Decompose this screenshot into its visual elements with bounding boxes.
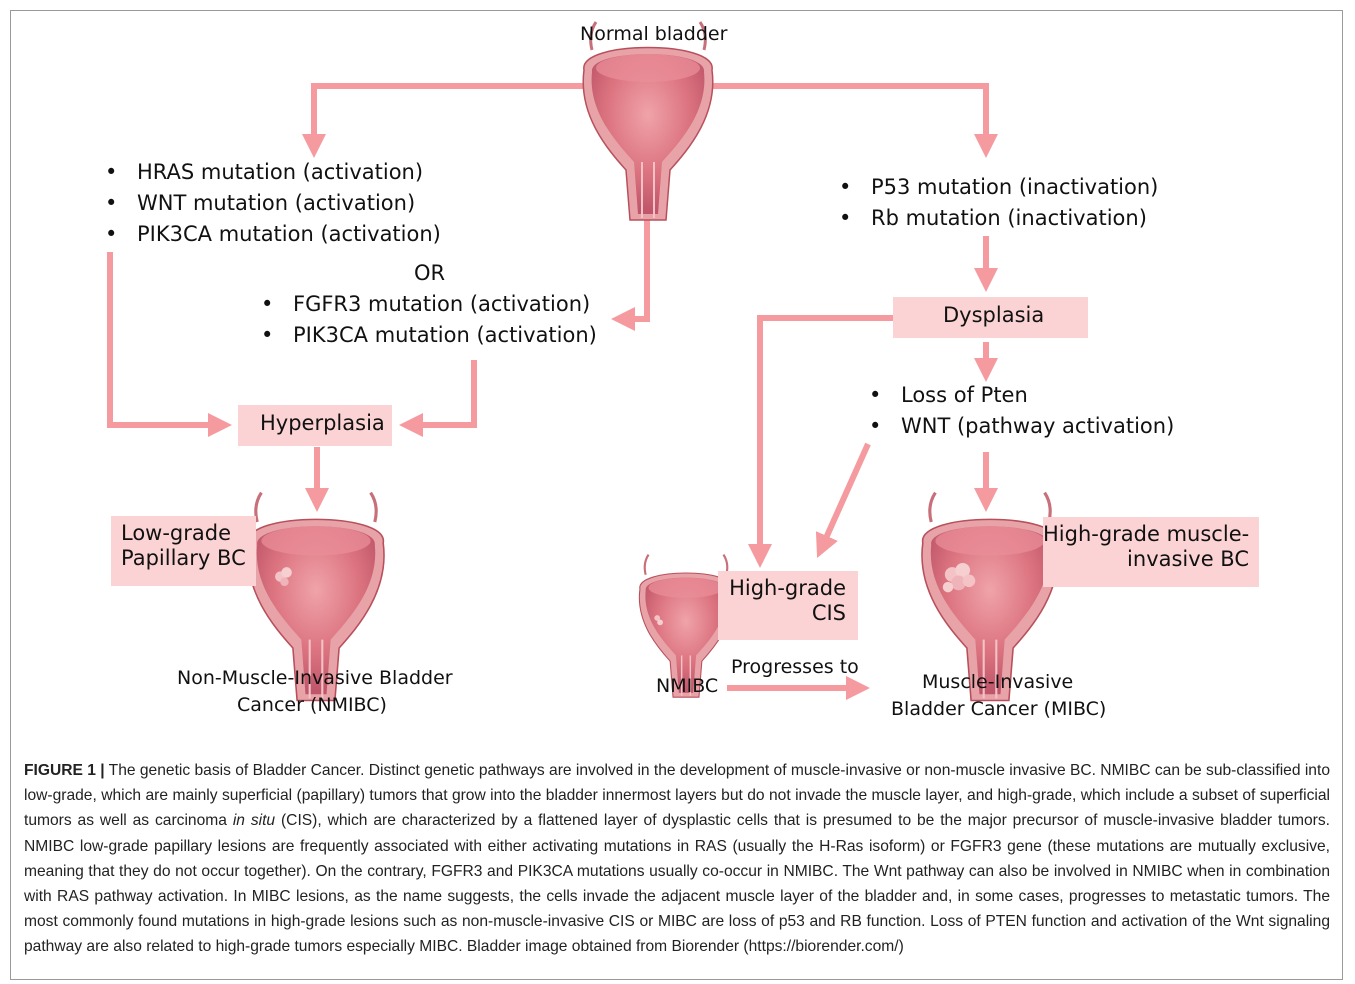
list-alt-mutations: FGFR3 mutation (activation) PIK3CA mutat… [259, 289, 597, 351]
label-mibc-full-1: Muscle-Invasive [922, 671, 1074, 693]
arrow-left-to-hyperplasia [107, 252, 232, 437]
diagram-canvas [107, 20, 1060, 703]
bladder-cis-image [638, 553, 734, 699]
arrows [107, 83, 998, 700]
mutation-item: PIK3CA mutation (activation) [103, 219, 441, 250]
mutation-item: WNT (pathway activation) [867, 411, 1174, 442]
label-progresses-to: Progresses to [731, 656, 859, 678]
label-high-grade-muscle-2: invasive BC [1127, 547, 1249, 572]
mutation-item: HRAS mutation (activation) [103, 157, 441, 188]
box-hyperplasia: Hyperplasia [238, 405, 392, 446]
label-high-grade-cis-1: High-grade [729, 576, 846, 600]
list-right-mutations: P53 mutation (inactivation) Rb mutation … [837, 172, 1158, 234]
label-papillary-bc: Papillary BC [121, 546, 246, 571]
figure-frame [10, 10, 1343, 980]
label-low-grade: Low-grade [121, 521, 232, 545]
list-dysplasia-mutations: Loss of Pten WNT (pathway activation) [867, 380, 1174, 442]
label-nmibc-short: NMIBC [656, 675, 719, 697]
caption-italic: in situ [232, 812, 276, 830]
arrow-wnt-to-cis [815, 442, 871, 558]
mutation-item: WNT mutation (activation) [103, 188, 441, 219]
mutation-item: Rb mutation (inactivation) [837, 203, 1158, 234]
bladder-normal-image [581, 20, 715, 222]
figure-caption: FIGURE 1 | The genetic basis of Bladder … [24, 758, 1330, 960]
mutation-item: Loss of Pten [867, 380, 1174, 411]
label-nmibc-full-2: Cancer (NMIBC) [237, 694, 387, 716]
arrow-to-left-mutations [302, 83, 595, 158]
label-nmibc-full-1: Non-Muscle-Invasive Bladder [177, 667, 453, 689]
mutation-item: P53 mutation (inactivation) [837, 172, 1158, 203]
label-or: OR [414, 261, 446, 285]
box-low-grade: Low-grade Papillary BC [111, 516, 256, 586]
label-mibc-full-2: Bladder Cancer (MIBC) [891, 698, 1107, 720]
bladder-low-grade-image [246, 491, 386, 703]
box-cis: High-grade CIS [718, 571, 858, 640]
arrow-to-right-mutations [706, 83, 998, 158]
label-dysplasia: Dysplasia [943, 303, 1045, 327]
bladder-mibc-image [920, 491, 1060, 703]
caption-label: FIGURE 1 | [24, 762, 105, 779]
label-normal-bladder: Normal bladder [580, 23, 728, 45]
list-left-mutations: HRAS mutation (activation) WNT mutation … [103, 157, 441, 250]
mutation-item: PIK3CA mutation (activation) [259, 320, 597, 351]
caption-text-2: (CIS), which are characterized by a flat… [24, 812, 1330, 956]
mutation-item: FGFR3 mutation (activation) [259, 289, 597, 320]
caption-text-1: The genetic basis of Bladder Cancer. Dis… [24, 762, 1330, 830]
label-high-grade-muscle-1: High-grade muscle- [1043, 522, 1250, 546]
label-hyperplasia: Hyperplasia [260, 411, 385, 435]
arrow-alt-to-hyperplasia [399, 360, 477, 437]
box-dysplasia: Dysplasia [893, 297, 1088, 338]
arrow-to-alt-mutations [611, 178, 650, 331]
label-high-grade-cis-2: CIS [811, 601, 846, 626]
box-mibc: High-grade muscle- invasive BC [1043, 517, 1259, 587]
arrow-dysplasia-to-cis [748, 315, 893, 568]
